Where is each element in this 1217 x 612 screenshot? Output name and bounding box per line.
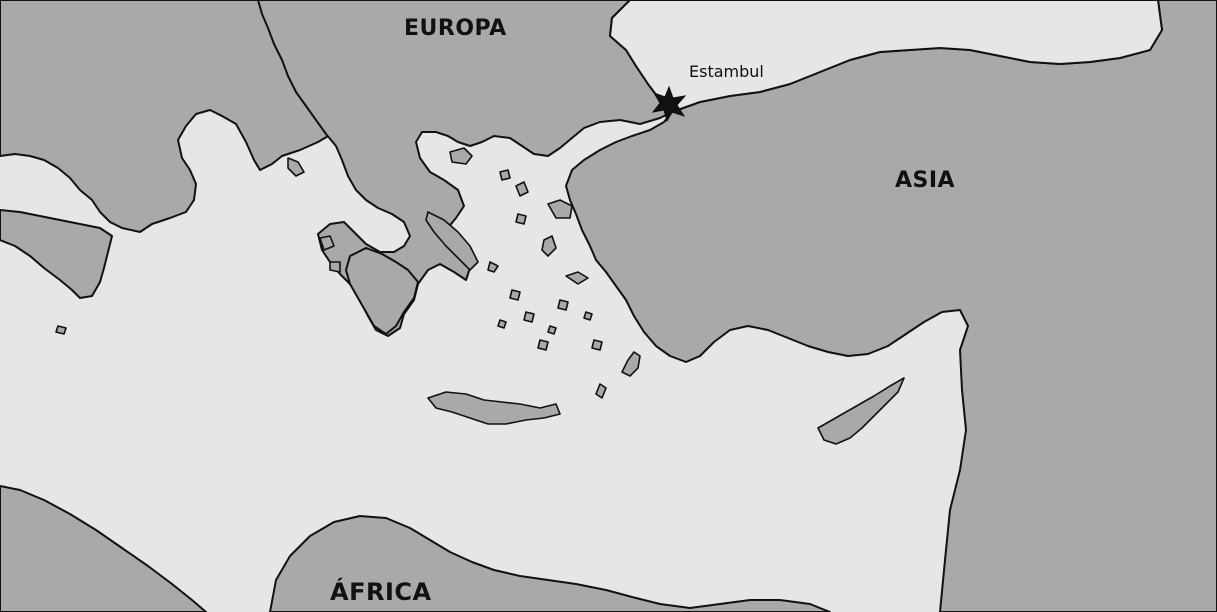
region-label-asia: ASIA <box>895 168 956 193</box>
island-aegean <box>515 181 529 197</box>
region-label-africa: ÁFRICA <box>330 578 432 606</box>
island-samos <box>565 271 589 285</box>
island-aegean <box>509 289 521 301</box>
island-thasos <box>449 147 473 165</box>
landmass-black-sea-north <box>609 0 1163 113</box>
island-aegean <box>499 169 511 181</box>
island-aegean <box>523 311 535 323</box>
city-label-estambul: Estambul <box>689 62 764 81</box>
island-euboea <box>425 211 479 271</box>
island-malta <box>55 325 67 335</box>
star-icon <box>651 86 687 122</box>
island-aegean <box>547 325 557 335</box>
island-crete <box>427 391 561 425</box>
island-cyprus <box>817 377 905 445</box>
island-aegean <box>537 339 549 351</box>
region-label-europa: EUROPA <box>404 16 507 41</box>
island-aegean <box>583 311 593 321</box>
landmass-africa-west <box>0 485 207 612</box>
island-aegean <box>595 383 607 399</box>
island-lesbos <box>547 199 573 219</box>
island-aegean <box>497 319 507 329</box>
landmass-sicily <box>0 209 113 299</box>
landmass-peloponnese <box>345 247 419 335</box>
island-corfu <box>287 157 305 177</box>
island-aegean <box>591 339 603 351</box>
landmass-africa <box>269 515 831 612</box>
island-aegean <box>557 299 569 311</box>
island-aegean <box>515 213 527 225</box>
island-chios <box>541 235 557 257</box>
island-zakynthos <box>329 261 341 273</box>
island-rhodes <box>621 351 641 377</box>
island-cephalonia <box>319 235 335 251</box>
island-aegean <box>487 261 499 273</box>
